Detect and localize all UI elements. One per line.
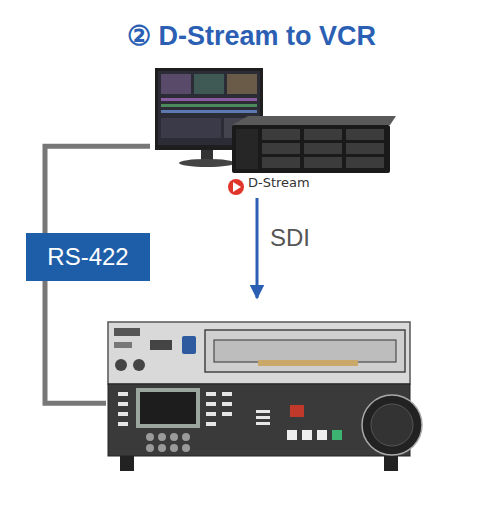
server-picture [232, 116, 396, 173]
vcr-node [106, 300, 412, 472]
logo-mark [233, 182, 241, 192]
logo-mark [228, 179, 244, 195]
vcr-picture [108, 322, 422, 471]
signal-name: SDI [270, 224, 310, 252]
cable-label: RS-422 [26, 233, 150, 281]
diagram-title: ② D-Stream to VCR [0, 20, 503, 52]
node-label: D-Stream [248, 175, 310, 190]
workstation-node: D-Stream [150, 62, 396, 198]
sdi-arrow [256, 198, 259, 298]
